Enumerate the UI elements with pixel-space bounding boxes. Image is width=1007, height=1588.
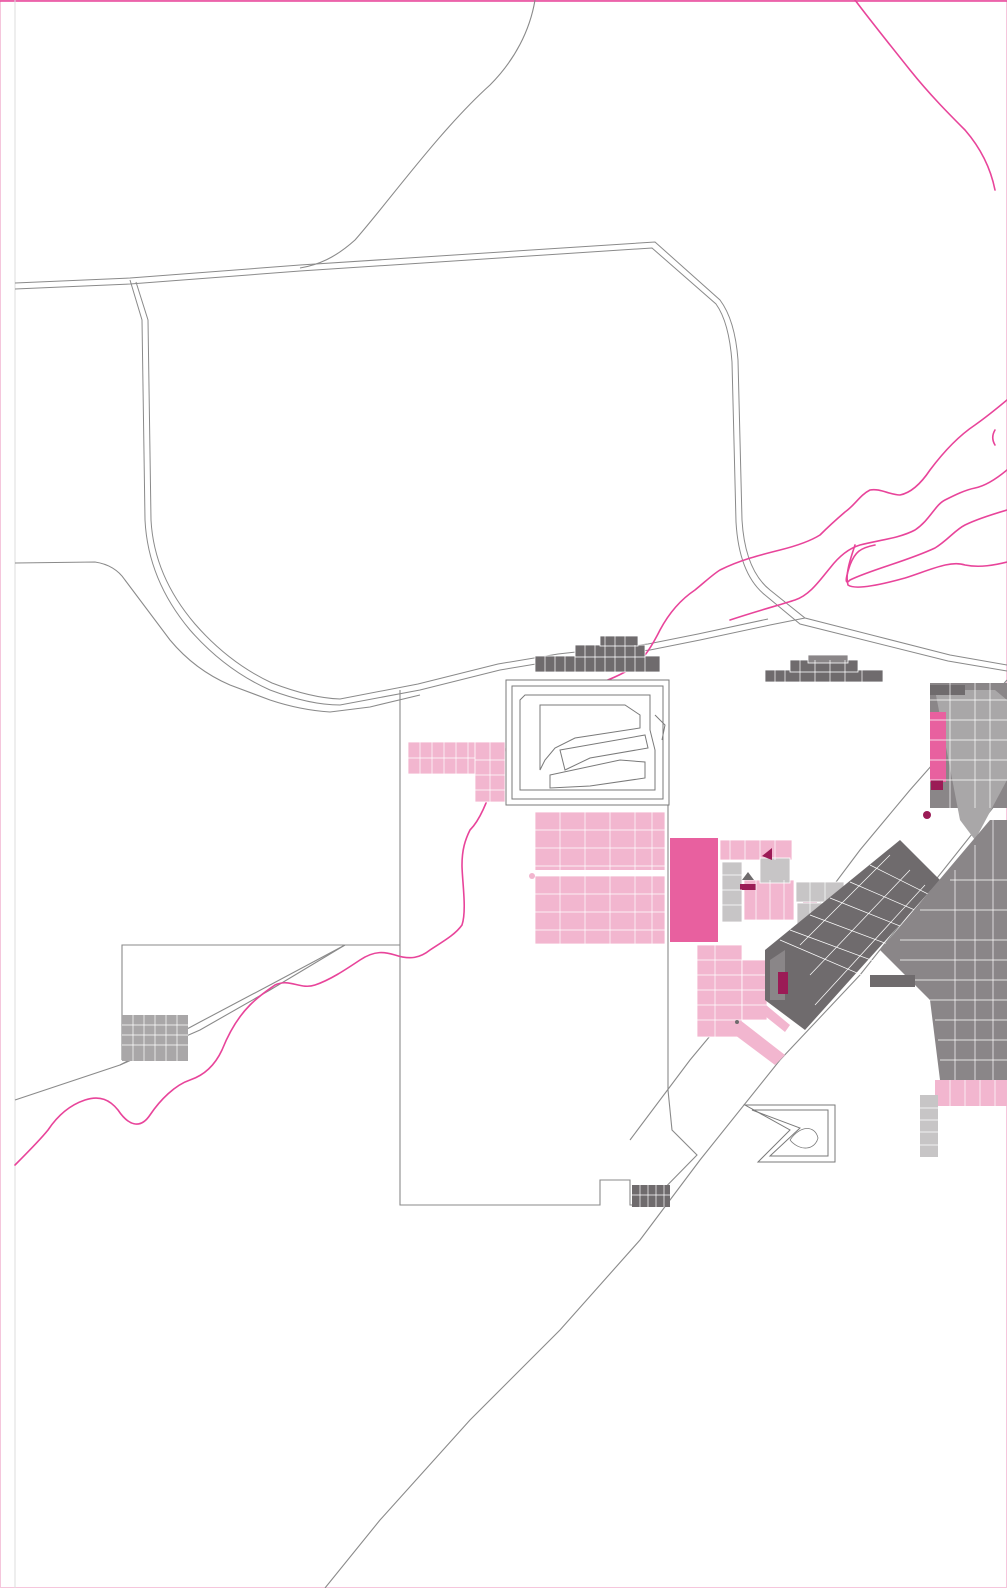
grey-blocks-southwest — [122, 1015, 188, 1061]
dark-blocks-east — [870, 683, 1007, 1157]
pink-blocks-west — [407, 741, 506, 803]
park-outline — [743, 1104, 836, 1163]
subdivision-outline — [505, 679, 670, 806]
residential-blocks-north — [534, 635, 884, 683]
dark-blocks-south — [632, 1185, 670, 1207]
road-east-west-north-a — [14, 241, 1007, 666]
river-loop — [729, 469, 1007, 621]
parcel-boundary — [399, 690, 698, 1206]
road-southwest-diagonal — [14, 944, 346, 1101]
road-north-curve — [299, 0, 536, 269]
pink-blocks-south — [696, 944, 790, 1065]
river-stub — [991, 429, 996, 446]
river — [14, 0, 1007, 1166]
road-diagonal-highway-a — [324, 789, 1007, 1588]
road-east-west-north-b — [14, 247, 1007, 672]
road-west-loop-a — [129, 279, 806, 706]
road-west-lower — [14, 561, 421, 713]
magenta-block — [670, 838, 718, 942]
river-loop-2 — [846, 544, 1007, 588]
river-main — [14, 399, 1007, 1166]
pink-blocks-central — [529, 811, 666, 945]
river-upper — [854, 0, 996, 191]
road-west-loop-b — [135, 281, 769, 700]
